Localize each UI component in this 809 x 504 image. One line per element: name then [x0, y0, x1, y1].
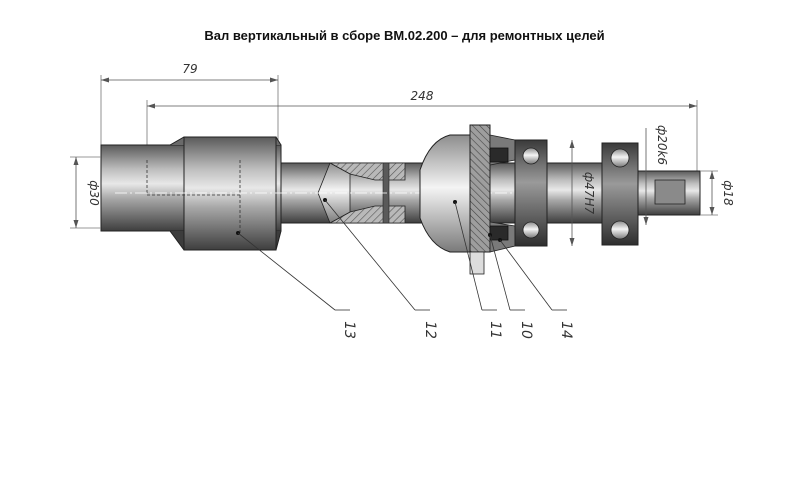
bearing-right [601, 142, 639, 246]
dim-20-label: ф20k6 [655, 125, 669, 165]
dim-248-label: 248 [411, 89, 434, 103]
callout-10: 10 [488, 233, 534, 339]
callout-11: 11 [453, 200, 503, 339]
dimension-248: 248 [146, 89, 698, 190]
dimension-dia-47: ф47Н7 [569, 140, 596, 246]
callout-14-label: 14 [558, 321, 574, 339]
drawing-title: Вал вертикальный в сборе ВМ.02.200 – для… [204, 28, 605, 43]
dimension-dia-30: ф30 [70, 156, 101, 229]
dim-79-label: 79 [182, 62, 197, 76]
dim-30-label: ф30 [87, 180, 101, 206]
shaft-middle [546, 162, 603, 224]
dimension-dia-20: ф20k6 [643, 125, 669, 225]
ball-icon [610, 220, 630, 240]
callout-12: 12 [323, 198, 438, 339]
bearing-housing [419, 124, 516, 275]
callout-12-label: 12 [422, 321, 438, 339]
dim-18-label: ф18 [721, 180, 735, 206]
dimension-dia-18: ф18 [700, 170, 735, 216]
callout-14: 14 [498, 238, 574, 339]
ball-icon [610, 148, 630, 168]
ball-icon [522, 221, 540, 239]
callout-13: 13 [236, 231, 357, 339]
ball-icon [522, 147, 540, 165]
bearing-left [514, 139, 548, 247]
callout-11-label: 11 [487, 321, 503, 339]
shaft-end [637, 170, 701, 216]
callout-13-label: 13 [341, 321, 357, 339]
dim-47-label: ф47Н7 [582, 172, 596, 215]
callout-10-label: 10 [518, 321, 534, 339]
